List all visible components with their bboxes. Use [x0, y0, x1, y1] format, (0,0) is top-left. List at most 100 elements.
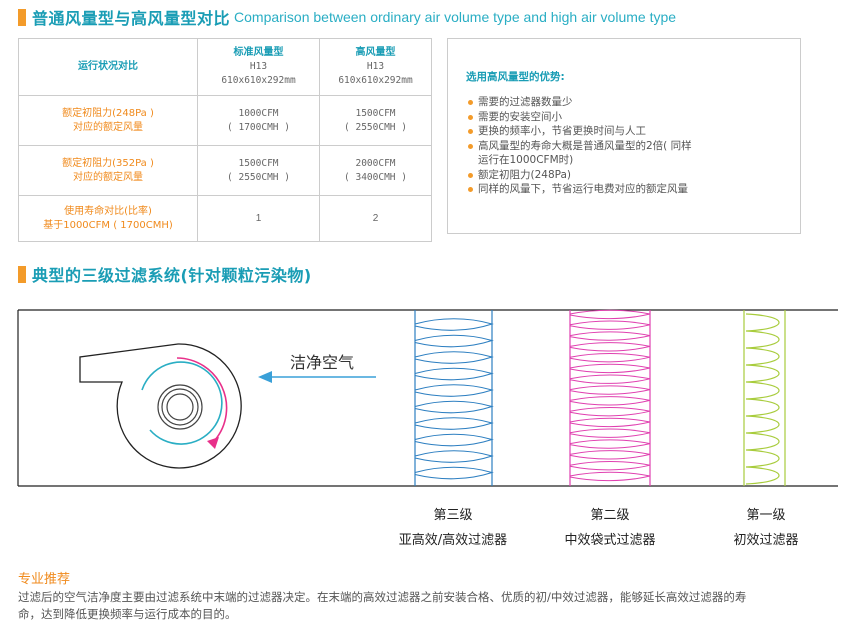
col1-name: 标准风量型	[233, 47, 284, 58]
stage1-level: 第一级	[746, 508, 786, 523]
row-label-line1: 额定初阻力(352Pa )	[62, 157, 154, 169]
airflow-arrow-head	[258, 371, 272, 383]
list-item-text: 需要的安装空间小	[478, 110, 562, 123]
filter3-coil	[414, 466, 494, 480]
fan-inner-ring	[161, 388, 199, 426]
stage1-type: 初效过滤器	[733, 533, 799, 548]
row-col1-cell: 1500CFM ( 2550CMH )	[197, 145, 320, 196]
filter2-fold	[569, 342, 651, 352]
section-heading-filtration: 典型的三级过滤系统(针对颗粒污染物)	[18, 262, 312, 286]
filter2-fold	[569, 460, 651, 471]
stage3-level: 第三级	[433, 508, 473, 523]
advantages-list: 需要的过滤器数量少 需要的安装空间小 更换的频率小，节省更换时间与人工 高风量型…	[468, 95, 692, 197]
list-item-text: 额定初阻力(248Pa)	[478, 168, 572, 181]
cell-line2: ( 3400CMH )	[344, 171, 407, 183]
heading-accent-bar	[18, 8, 26, 26]
filter2-fold	[569, 417, 651, 428]
filter3-coil	[414, 400, 494, 414]
filter2-fold	[569, 385, 651, 395]
fan-hub-ring	[166, 393, 194, 421]
list-item-text: 同样的风量下，节省运行电费对应的额定风量	[478, 183, 688, 195]
row-label-line1: 使用寿命对比(比率)	[64, 205, 152, 217]
cell-line2: ( 2550CMH )	[227, 171, 290, 183]
header-col2-cell: 高风量型 H13 610x610x292mm	[319, 38, 432, 96]
airflow-label: 洁净空气	[290, 353, 354, 372]
fan-arrow-head	[207, 437, 219, 449]
row-label-line2: 基于1000CFM ( 1700CMH)	[43, 219, 173, 231]
stage1-label: 第一级 初效过滤器	[686, 504, 846, 548]
row-label-cell: 额定初阻力(352Pa ) 对应的额定风量	[18, 145, 198, 196]
filter-stage3-icon	[414, 310, 494, 486]
filter2-fold	[569, 331, 651, 341]
filter2-fold	[569, 352, 651, 363]
row-label-cell: 使用寿命对比(比率) 基于1000CFM ( 1700CMH)	[18, 195, 198, 242]
bullet-dot-icon	[468, 129, 473, 134]
bullet-dot-icon	[468, 172, 473, 178]
filter1-pleat	[745, 313, 780, 485]
filter2-fold	[569, 396, 651, 406]
bullet-dot-icon	[468, 143, 473, 149]
airflow-arrow-icon	[258, 371, 376, 383]
filter3-coil	[414, 433, 494, 447]
list-item: 高风量型的寿命大概是普通风量型的2倍( 同样运行在1000CFM时)	[468, 139, 692, 168]
fan-rotation-arrow	[176, 357, 228, 441]
table-header-row: 运行状况对比 标准风量型 H13 610x610x292mm 高风量型 H13 …	[18, 38, 432, 96]
fan-rotation-ring	[141, 361, 223, 445]
table-row: 使用寿命对比(比率) 基于1000CFM ( 1700CMH) 1 2	[18, 195, 432, 242]
row-label-line2: 对应的额定风量	[73, 171, 143, 183]
filter3-coil	[414, 384, 494, 397]
row-label-line1: 额定初阻力(248Pa )	[62, 107, 154, 119]
cell-line2: ( 1700CMH )	[227, 121, 290, 133]
row-col2-cell: 2000CFM ( 3400CMH )	[319, 145, 432, 196]
filter3-coil	[414, 318, 494, 331]
filter2-fold	[569, 320, 651, 330]
row-col1-cell: 1000CFM ( 1700CMH )	[197, 95, 320, 146]
list-item: 同样的风量下，节省运行电费对应的额定风量	[468, 182, 692, 197]
filtration-diagram: 洁净空气	[17, 309, 838, 487]
list-item: 额定初阻力(248Pa)	[468, 168, 692, 183]
bullet-dot-icon	[468, 100, 473, 105]
stage2-label: 第二级 中效袋式过滤器	[530, 504, 690, 548]
heading-title-zh: 典型的三级过滤系统(针对颗粒污染物)	[32, 266, 312, 285]
col2-grade: H13	[366, 61, 385, 72]
header-col1-cell: 标准风量型 H13 610x610x292mm	[197, 38, 320, 96]
list-item-text-cont: 运行在1000CFM时)	[478, 154, 574, 166]
row-col2-cell: 1500CFM ( 2550CMH )	[319, 95, 432, 146]
filter3-coil	[414, 417, 494, 430]
list-item-text: 高风量型的寿命大概是普通风量型的2倍( 同样	[478, 139, 692, 152]
filter2-fold	[569, 439, 651, 449]
fan-housing-icon	[79, 343, 242, 469]
fan-icon	[141, 357, 228, 449]
col1-grade: H13	[249, 61, 268, 72]
heading-title-en: Comparison between ordinary air volume t…	[234, 9, 677, 25]
list-item: 需要的过滤器数量少	[468, 95, 692, 110]
comparison-table: 运行状况对比 标准风量型 H13 610x610x292mm 高风量型 H13 …	[18, 38, 432, 242]
section-heading-comparison: 普通风量型与高风量型对比 Comparison between ordinary…	[18, 5, 676, 29]
recommend-title: 专业推荐	[18, 572, 71, 587]
filter-stage1-icon	[743, 310, 786, 486]
row-label-cell: 额定初阻力(248Pa ) 对应的额定风量	[18, 95, 198, 146]
heading-title-zh: 普通风量型与高风量型对比	[32, 9, 231, 28]
table-row: 额定初阻力(248Pa ) 对应的额定风量 1000CFM ( 1700CMH …	[18, 95, 432, 146]
col2-size: 610x610x292mm	[338, 75, 413, 86]
stage2-type: 中效袋式过滤器	[564, 533, 656, 548]
cell-line1: 2000CFM	[355, 157, 396, 169]
filter3-coil	[414, 351, 494, 364]
col1-size: 610x610x292mm	[221, 75, 296, 86]
filter3-coil	[414, 450, 494, 463]
heading-accent-bar	[18, 265, 26, 283]
list-item: 更换的频率小，节省更换时间与人工	[468, 124, 692, 139]
advantages-title: 选用高风量型的优势:	[466, 71, 565, 83]
list-item-text: 更换的频率小，节省更换时间与人工	[478, 125, 646, 137]
filter2-fold	[569, 471, 651, 482]
advantages-panel: 选用高风量型的优势: 需要的过滤器数量少 需要的安装空间小 更换的频率小，节省更…	[447, 38, 801, 234]
fan-mid-ring	[157, 384, 203, 430]
bullet-dot-icon	[468, 187, 473, 192]
stage3-label: 第三级 亚高效/高效过滤器	[373, 504, 533, 548]
header-label-cell: 运行状况对比	[18, 38, 198, 96]
cell-line1: 1500CFM	[238, 157, 279, 169]
list-item: 需要的安装空间小	[468, 110, 692, 125]
filter3-coil	[414, 334, 494, 348]
filter-stage2-icon	[569, 309, 651, 486]
cell-line1: 1500CFM	[355, 107, 396, 119]
